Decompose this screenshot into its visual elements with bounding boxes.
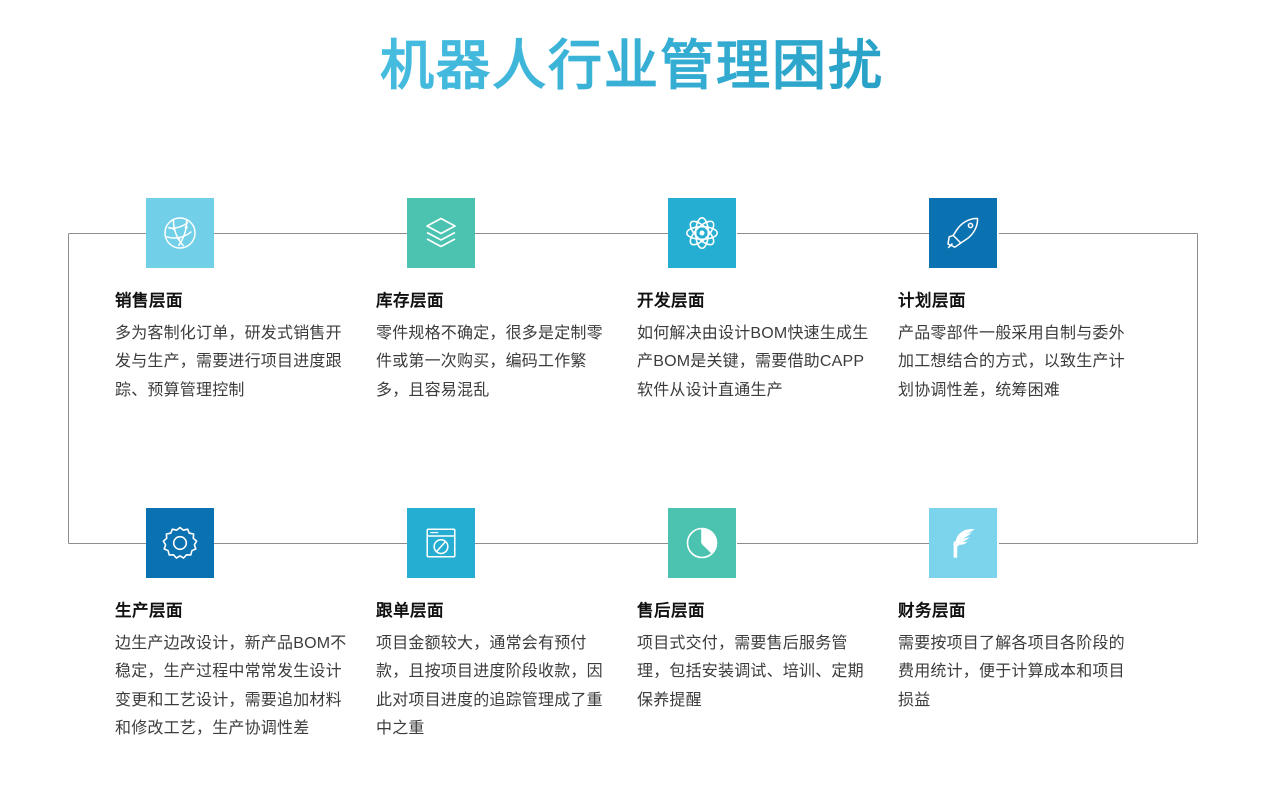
layers-icon	[426, 217, 456, 248]
gear-icon	[162, 526, 198, 559]
card-production-desc: 边生产边改设计，新产品BOM不稳定，生产过程中常常发生设计变更和工艺设计，需要追…	[115, 634, 347, 738]
card-planning-desc: 产品零部件一般采用自制与委外加工想结合的方式，以致生产计划协调性差，统筹困难	[898, 324, 1125, 399]
atom-icon	[685, 216, 719, 250]
rocket-icon	[947, 217, 979, 249]
card-production-tile	[146, 508, 214, 578]
card-development-title: 开发层面	[637, 292, 705, 310]
card-development[interactable]: 开发层面 如何解决由设计BOM快速生成生产BOM是关键，需要借助CAPP软件从设…	[637, 198, 898, 405]
page-title: 机器人行业管理困扰	[0, 34, 1264, 99]
card-order-tracking-tile	[407, 508, 475, 578]
card-development-tile	[668, 198, 736, 268]
card-after-sales-tile	[668, 508, 736, 578]
card-after-sales[interactable]: 售后层面 项目式交付，需要售后服务管理，包括安装调试、培训、定期保养提醒	[637, 508, 898, 744]
card-finance-desc: 需要按项目了解各项目各阶段的费用统计，便于计算成本和项目损益	[898, 634, 1125, 709]
card-sales-desc: 多为客制化订单，研发式销售开发与生产，需要进行项目进度跟踪、预算管理控制	[115, 324, 342, 399]
card-planning[interactable]: 计划层面 产品零部件一般采用自制与委外加工想结合的方式，以致生产计划协调性差，统…	[898, 198, 1159, 405]
card-inventory-tile	[407, 198, 475, 268]
card-production-title: 生产层面	[115, 602, 183, 620]
card-row-bottom: 生产层面 边生产边改设计，新产品BOM不稳定，生产过程中常常发生设计变更和工艺设…	[0, 508, 1264, 744]
card-finance-title: 财务层面	[898, 602, 966, 620]
card-order-tracking[interactable]: 跟单层面 项目金额较大，通常会有预付款，且按项目进度阶段收款，因此对项目进度的追…	[376, 508, 637, 744]
card-planning-title: 计划层面	[898, 292, 966, 310]
card-development-desc: 如何解决由设计BOM快速生成生产BOM是关键，需要借助CAPP软件从设计直通生产	[637, 324, 869, 399]
card-finance[interactable]: 财务层面 需要按项目了解各项目各阶段的费用统计，便于计算成本和项目损益	[898, 508, 1159, 744]
card-inventory-title: 库存层面	[376, 292, 444, 310]
feather-icon	[953, 528, 975, 558]
pie-chart-icon	[686, 527, 718, 559]
card-production[interactable]: 生产层面 边生产边改设计，新产品BOM不稳定，生产过程中常常发生设计变更和工艺设…	[115, 508, 376, 744]
card-order-tracking-title: 跟单层面	[376, 602, 444, 620]
card-inventory[interactable]: 库存层面 零件规格不确定，很多是定制零件或第一次购买，编码工作繁多，且容易混乱	[376, 198, 637, 405]
card-after-sales-desc: 项目式交付，需要售后服务管理，包括安装调试、培训、定期保养提醒	[637, 634, 864, 709]
card-sales-title: 销售层面	[115, 292, 183, 310]
card-finance-tile	[929, 508, 997, 578]
card-order-tracking-desc: 项目金额较大，通常会有预付款，且按项目进度阶段收款，因此对项目进度的追踪管理成了…	[376, 634, 603, 738]
card-sales[interactable]: 销售层面 多为客制化订单，研发式销售开发与生产，需要进行项目进度跟踪、预算管理控…	[115, 198, 376, 405]
card-sales-tile	[146, 198, 214, 268]
browser-window-icon	[426, 528, 456, 558]
card-after-sales-title: 售后层面	[637, 602, 705, 620]
globe-network-icon	[164, 217, 196, 249]
card-inventory-desc: 零件规格不确定，很多是定制零件或第一次购买，编码工作繁多，且容易混乱	[376, 324, 603, 399]
card-planning-tile	[929, 198, 997, 268]
card-row-top: 销售层面 多为客制化订单，研发式销售开发与生产，需要进行项目进度跟踪、预算管理控…	[0, 198, 1264, 405]
